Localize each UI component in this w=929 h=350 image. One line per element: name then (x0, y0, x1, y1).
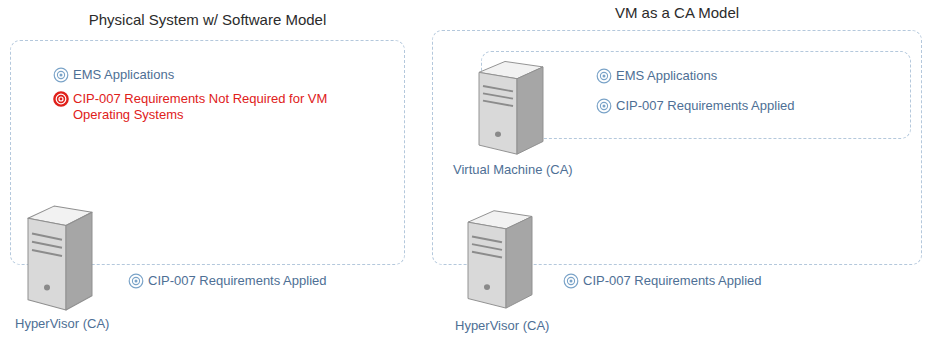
drive-bay (472, 237, 502, 243)
item-label: CIP-007 Requirements Applied (616, 98, 795, 114)
text-row: CIP-007 Requirements Applied (128, 273, 327, 289)
server-icon (460, 205, 535, 310)
bullet-icon (128, 273, 144, 289)
server-label: Virtual Machine (CA) (453, 162, 573, 178)
text-row: EMS Applications (53, 67, 174, 83)
text-row: CIP-007 Requirements Applied (596, 98, 795, 114)
icon-ring (129, 274, 143, 288)
icon-ring (57, 71, 64, 78)
drive-bay (483, 101, 513, 106)
text-row: VM as a CA Model (433, 4, 921, 22)
bullet-icon (563, 273, 579, 289)
server-face (28, 218, 66, 310)
icon-ring (60, 98, 63, 101)
power-button (495, 131, 501, 136)
server-node: Virtual Machine (CA) (453, 56, 588, 196)
icon-ring (132, 277, 139, 284)
power-button (484, 284, 490, 290)
text-row: Physical System w/ Software Model (11, 11, 404, 29)
region-heading: Physical System w/ Software Model (11, 11, 404, 29)
server-face (506, 216, 532, 308)
icon-ring (603, 105, 606, 108)
item-label: EMS Applications (616, 68, 717, 84)
icon-ring (135, 280, 138, 283)
target-icon (53, 91, 69, 107)
icon-ring (603, 75, 606, 78)
drive-bay (32, 242, 62, 248)
server-face (479, 72, 517, 154)
server-face (66, 212, 92, 310)
icon-ring (564, 274, 578, 288)
drive-bay (32, 250, 62, 256)
bullet-icon (53, 67, 69, 83)
server-label: HyperVisor (CA) (15, 316, 109, 332)
region-heading: VM as a CA Model (433, 4, 921, 22)
drive-bay (472, 252, 502, 258)
text-row: CIP-007 Requirements Applied (563, 273, 762, 289)
server-label: HyperVisor (CA) (455, 318, 549, 334)
icon-ring (54, 68, 68, 82)
text-row: HyperVisor (CA) (15, 316, 109, 332)
icon-ring (600, 72, 607, 79)
server-face (517, 67, 543, 154)
icon-ring (58, 96, 65, 103)
drive-bay (483, 93, 513, 98)
icon-ring (597, 99, 611, 113)
text-row: HyperVisor (CA) (455, 318, 549, 334)
icon-ring (600, 102, 607, 109)
item-label: CIP-007 Requirements Applied (583, 273, 762, 289)
warning-label: CIP-007 Requirements Not Required for VM… (73, 91, 333, 123)
bullet-icon (596, 68, 612, 84)
item-label: EMS Applications (73, 67, 174, 83)
server-node: HyperVisor (CA) CIP-007 Requirements Appl… (15, 200, 395, 345)
server-icon (20, 200, 95, 312)
icon-ring (567, 277, 574, 284)
icon-ring (60, 74, 63, 77)
bullet-icon (596, 98, 612, 114)
drive-bay (472, 244, 502, 250)
software-box: EMS ApplicationsCIP-007 Requirements App… (481, 51, 911, 139)
server-icon (471, 56, 546, 156)
power-button (44, 285, 50, 291)
text-row: CIP-007 Requirements Not Required for VM… (53, 91, 333, 123)
drive-bay (32, 234, 62, 240)
item-label: CIP-007 Requirements Applied (148, 273, 327, 289)
icon-ring (54, 92, 67, 105)
server-face (468, 222, 506, 308)
server-node: HyperVisor (CA) CIP-007 Requirements Appl… (450, 200, 850, 345)
drive-bay (483, 86, 513, 91)
text-row: EMS Applications (596, 68, 717, 84)
icon-ring (597, 69, 611, 83)
icon-ring (570, 280, 573, 283)
text-row: Virtual Machine (CA) (453, 162, 573, 178)
